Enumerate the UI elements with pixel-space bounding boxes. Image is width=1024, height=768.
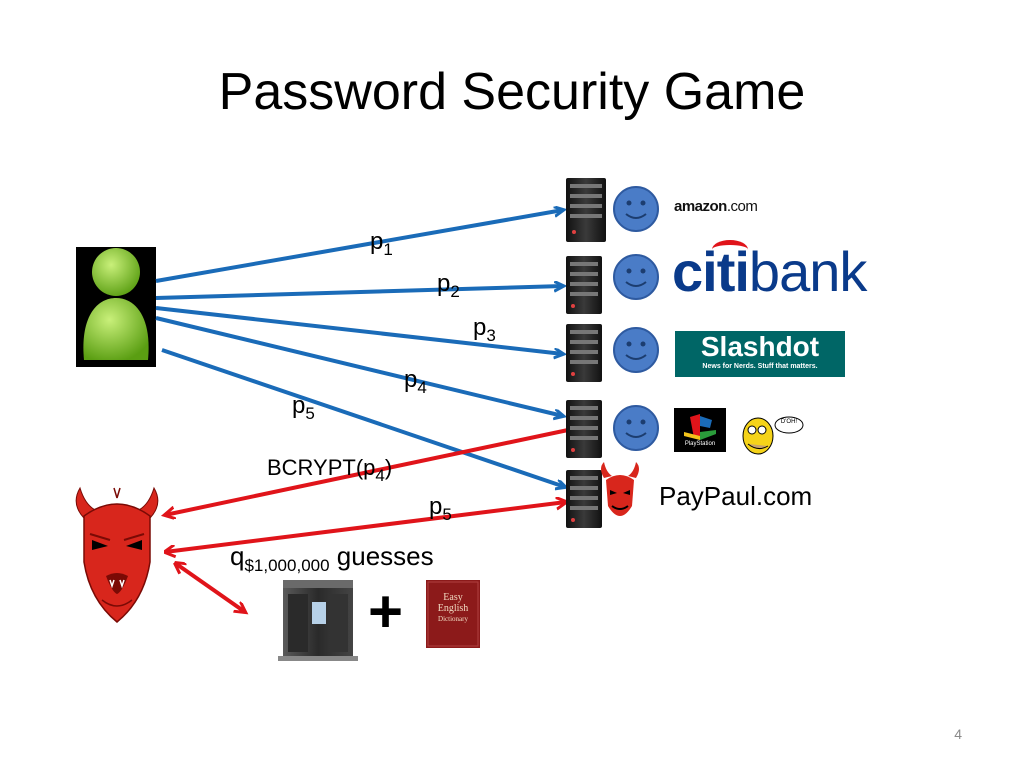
page-number: 4 bbox=[954, 726, 962, 742]
smiley-icon bbox=[613, 254, 659, 300]
label-p3: p3 bbox=[473, 314, 496, 346]
playstation-logo bbox=[674, 408, 726, 452]
user-password-arrows bbox=[155, 210, 565, 487]
label-p1-base: p bbox=[370, 228, 384, 255]
label-p1-sub: 1 bbox=[383, 240, 393, 259]
label-p5-user-base: p bbox=[292, 392, 306, 419]
homer-speech: D'OH! bbox=[780, 419, 798, 425]
label-p5-user-sub: 5 bbox=[305, 404, 315, 423]
server-icon bbox=[566, 400, 602, 458]
label-p2: p2 bbox=[437, 270, 460, 302]
dictionary-line-2: English bbox=[437, 603, 469, 614]
citibank-logo: citibank bbox=[672, 240, 867, 300]
server-icon bbox=[566, 470, 602, 528]
smiley-icon bbox=[613, 186, 659, 232]
amazon-logo: amazon.com bbox=[674, 198, 764, 234]
arrow-attacker-computer bbox=[175, 563, 245, 612]
smiley-icon bbox=[613, 405, 659, 451]
dictionary-line-1: Easy bbox=[443, 592, 463, 603]
label-q-post: guesses bbox=[329, 541, 434, 571]
label-p4-base: p bbox=[404, 366, 418, 393]
amazon-name: amazon bbox=[674, 198, 727, 215]
server-icon bbox=[566, 178, 606, 242]
devil-icon-small bbox=[601, 462, 639, 516]
label-bcrypt-post: ) bbox=[384, 455, 393, 480]
amazon-suffix: .com bbox=[726, 198, 758, 215]
label-p3-sub: 3 bbox=[486, 326, 496, 345]
label-q-base: q bbox=[230, 541, 245, 571]
label-p5-attacker: p5 bbox=[429, 493, 452, 525]
slide-title: Password Security Game bbox=[218, 63, 806, 121]
server-icon bbox=[566, 256, 602, 314]
attacker-arrows bbox=[165, 428, 568, 612]
arrow-p5 bbox=[161, 348, 565, 487]
label-p3-base: p bbox=[473, 314, 487, 341]
label-p4: p4 bbox=[404, 366, 427, 398]
arrow-p3 bbox=[155, 306, 563, 354]
smiley-icon bbox=[613, 327, 659, 373]
dictionary-icon bbox=[426, 580, 480, 648]
arrow-p4 bbox=[155, 316, 563, 416]
slashdot-name: Slashdot bbox=[700, 331, 820, 362]
label-bcrypt-pre: BCRYPT(p bbox=[267, 455, 376, 480]
label-p4-sub: 4 bbox=[417, 378, 427, 397]
arrow-p2 bbox=[155, 286, 563, 300]
label-bcrypt: BCRYPT(p4) bbox=[267, 455, 392, 486]
label-q-sub: $1,000,000 bbox=[244, 556, 330, 575]
label-bcrypt-sub: 4 bbox=[375, 466, 385, 485]
label-p2-sub: 2 bbox=[450, 282, 460, 301]
citi-arc-icon bbox=[712, 240, 748, 259]
playstation-label: PlayStation bbox=[684, 441, 716, 447]
supercomputer-icon bbox=[278, 580, 358, 661]
homer-icon bbox=[742, 416, 804, 455]
paypaul-label: PayPaul.com bbox=[659, 481, 813, 511]
server-icon bbox=[566, 324, 602, 382]
plus-sign: + bbox=[368, 578, 404, 645]
arrow-p5-to-paypaul bbox=[165, 502, 566, 552]
slashdot-logo: Slashdot News for Nerds. Stuff that matt… bbox=[675, 331, 845, 377]
slashdot-tagline: News for Nerds. Stuff that matters. bbox=[702, 363, 818, 370]
devil-icon bbox=[75, 486, 159, 623]
label-p2-base: p bbox=[437, 270, 451, 297]
label-p1: p1 bbox=[370, 228, 393, 260]
label-p5-attacker-sub: 5 bbox=[442, 505, 452, 524]
dictionary-line-3: Dictionary bbox=[438, 615, 468, 623]
user-icon bbox=[76, 247, 156, 367]
bank-text: bank bbox=[748, 240, 867, 303]
label-p5-attacker-base: p bbox=[429, 493, 443, 520]
dictionary-title: Easy English Dictionary bbox=[426, 592, 480, 625]
label-p5-user: p5 bbox=[292, 392, 315, 424]
label-q-guesses: q$1,000,000 guesses bbox=[230, 541, 434, 576]
arrow-p1 bbox=[155, 210, 563, 283]
